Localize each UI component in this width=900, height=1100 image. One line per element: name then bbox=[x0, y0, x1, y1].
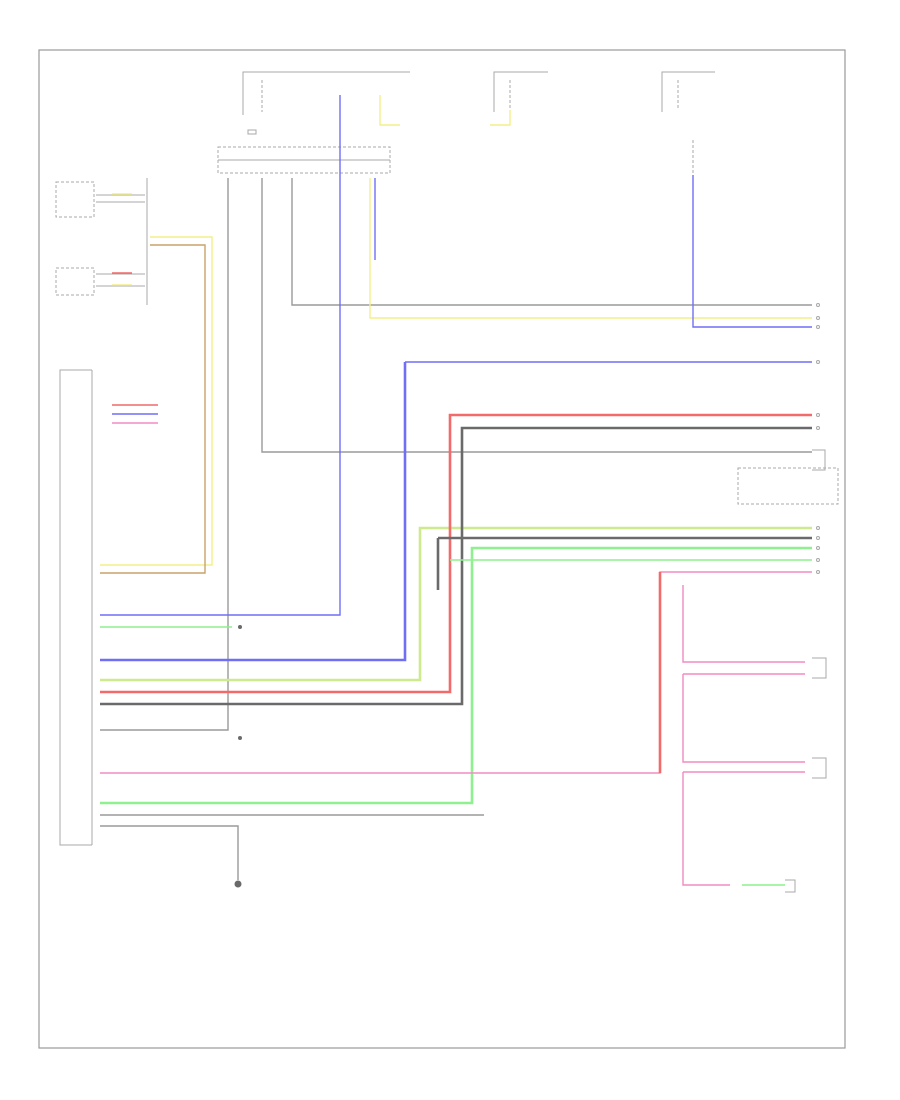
airbag-sensor-assembly bbox=[55, 181, 145, 218]
ground-point bbox=[234, 880, 242, 888]
ground-symbol-1 bbox=[238, 625, 242, 629]
wire-green-2 bbox=[100, 546, 812, 805]
wire-black-2 bbox=[261, 178, 812, 453]
ground-symbol-2 bbox=[238, 736, 242, 740]
wire-gray-1 bbox=[100, 426, 812, 706]
front-seat-side-airbag-assembly-lh bbox=[812, 757, 827, 779]
wire-black-3 bbox=[100, 178, 229, 731]
side-airbag-sensor-lh bbox=[737, 449, 839, 505]
right-connector-pins bbox=[816, 303, 820, 574]
wire-pink-2 bbox=[682, 585, 805, 663]
front-airbag-sensor-lh bbox=[493, 71, 548, 112]
wire-pink-6 bbox=[682, 772, 730, 886]
wire-red-1 bbox=[100, 413, 812, 694]
wire-blue-main bbox=[100, 362, 407, 662]
wire-yellow-1 bbox=[100, 236, 213, 566]
diagram-frame bbox=[38, 49, 846, 1049]
wire-ground bbox=[100, 825, 239, 880]
seat-position-sensor bbox=[55, 267, 145, 296]
occupant-classification-ecu bbox=[59, 369, 93, 846]
occupant-classification-sensor bbox=[785, 879, 796, 893]
wire-lightgreen bbox=[100, 526, 812, 682]
front-airbag-sensor-rh bbox=[242, 71, 410, 135]
wire-pink-4 bbox=[682, 674, 805, 763]
spiral-cable-assembly bbox=[217, 146, 391, 174]
wire-yellow-top-2 bbox=[490, 110, 511, 126]
front-passenger-airbag-assembly bbox=[661, 71, 715, 112]
wire-blue-3 bbox=[692, 175, 812, 328]
wire-black-1 bbox=[291, 178, 812, 306]
front-seat-outer-belt-assembly-lh bbox=[812, 657, 827, 679]
wire-brown-1 bbox=[100, 244, 206, 574]
wire-pink-1 bbox=[100, 571, 812, 774]
wire-yellow-2 bbox=[369, 178, 812, 319]
wire-yellow-top bbox=[379, 95, 400, 126]
wire-blue-1 bbox=[100, 95, 341, 616]
